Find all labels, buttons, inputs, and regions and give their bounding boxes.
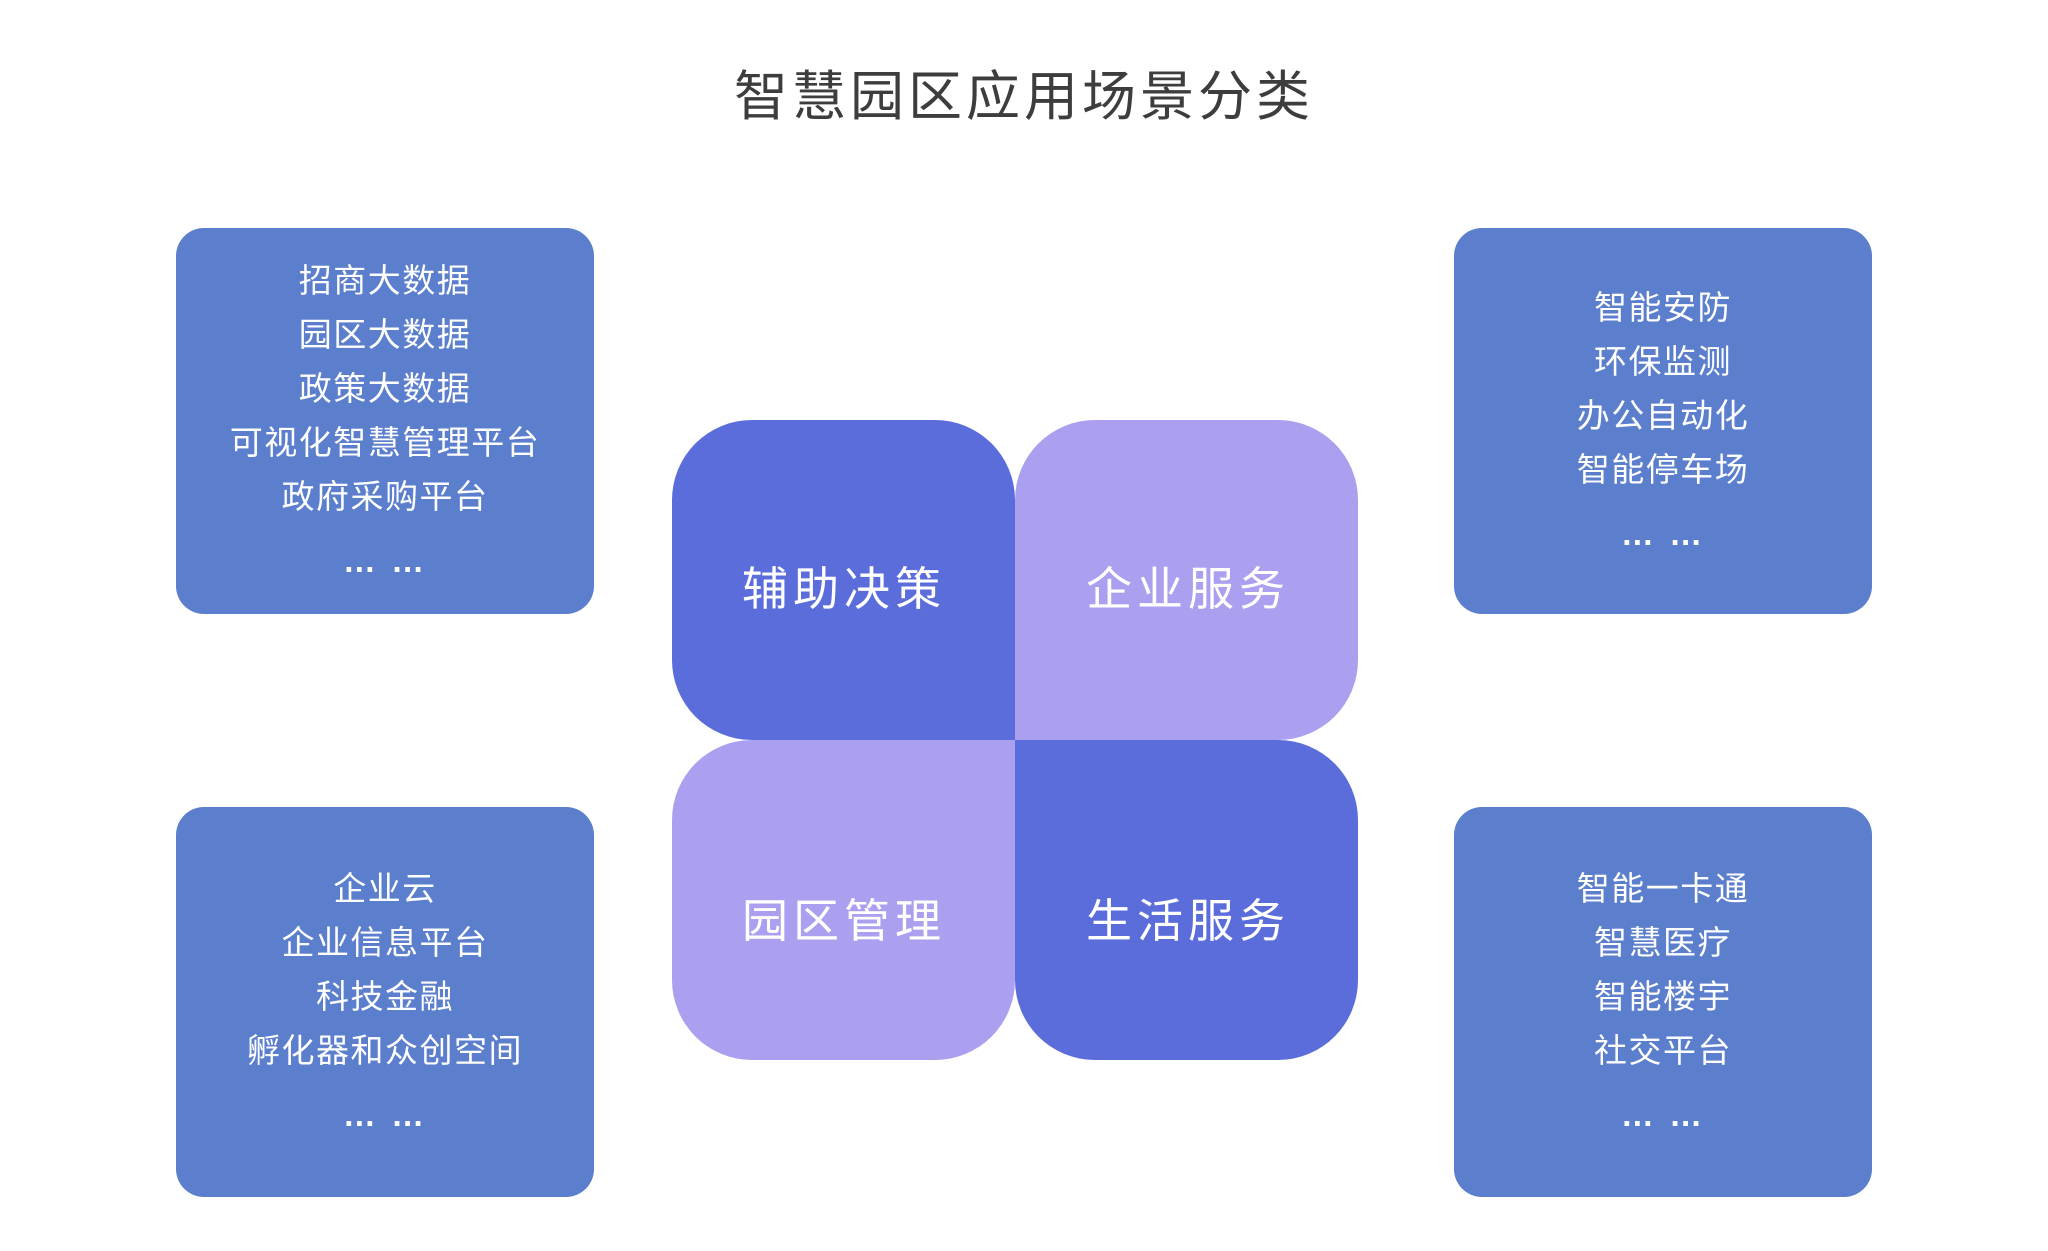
box-item: 环保监测	[1594, 343, 1732, 380]
ellipsis-text: … …	[342, 542, 428, 579]
petal-bottom-right-shape	[1015, 740, 1358, 1060]
ellipsis-text: … …	[1620, 515, 1706, 552]
box-item: 可视化智慧管理平台	[229, 424, 541, 461]
flower-quadrant-diagram	[672, 420, 1358, 1060]
ellipsis-text: … …	[1620, 1096, 1706, 1133]
petal-top-left-shape	[672, 420, 1015, 740]
box-item: 社交平台	[1594, 1032, 1732, 1069]
box-item: 办公自动化	[1576, 397, 1750, 434]
box-item: 科技金融	[316, 978, 454, 1015]
petal-bottom-left-shape	[672, 740, 1015, 1060]
box-item: 智能停车场	[1576, 451, 1750, 488]
scenario-box-top-right: 智能安防 环保监测 办公自动化 智能停车场 … …	[1454, 228, 1872, 614]
box-item: 政府采购平台	[281, 478, 489, 515]
box-item: 政策大数据	[298, 370, 472, 407]
box-item: 园区大数据	[298, 316, 472, 353]
petal-top-right-shape	[1015, 420, 1358, 740]
box-item: 招商大数据	[298, 262, 472, 299]
ellipsis-text: … …	[342, 1096, 428, 1133]
box-item: 智慧医疗	[1594, 924, 1732, 961]
scenario-box-top-left: 招商大数据 园区大数据 政策大数据 可视化智慧管理平台 政府采购平台 … …	[176, 228, 594, 614]
page-title: 智慧园区应用场景分类	[734, 67, 1314, 127]
box-item: 企业信息平台	[281, 924, 489, 961]
box-item: 企业云	[333, 870, 437, 907]
box-item: 智能楼宇	[1594, 978, 1732, 1015]
scenario-box-bottom-left: 企业云 企业信息平台 科技金融 孵化器和众创空间 … …	[176, 807, 594, 1197]
scenario-box-bottom-right: 智能一卡通 智慧医疗 智能楼宇 社交平台 … …	[1454, 807, 1872, 1197]
petal-label-top-left: 辅助决策	[742, 563, 946, 615]
petal-label-top-right: 企业服务	[1086, 563, 1290, 615]
box-item: 孵化器和众创空间	[247, 1032, 523, 1069]
box-item: 智能一卡通	[1576, 870, 1750, 907]
petal-label-bottom-right: 生活服务	[1086, 895, 1290, 947]
box-item: 智能安防	[1594, 289, 1732, 326]
petal-label-bottom-left: 园区管理	[742, 895, 946, 947]
